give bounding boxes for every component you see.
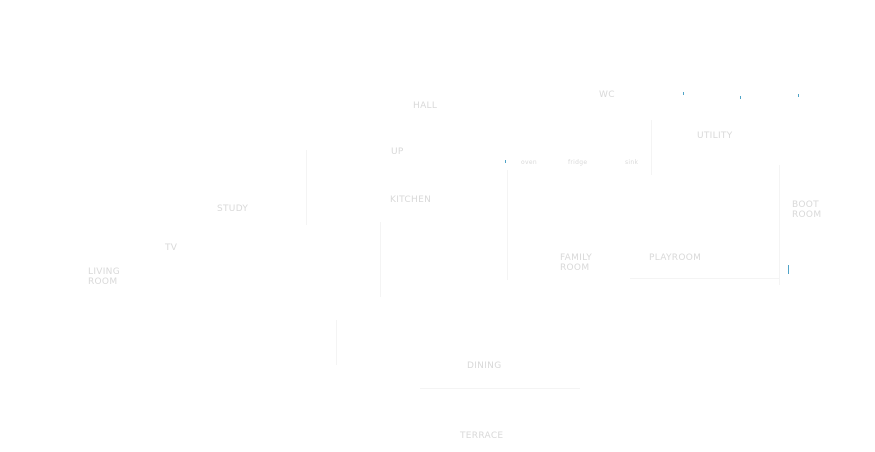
room-label-tv: TV — [165, 243, 178, 253]
room-label-study: STUDY — [217, 204, 249, 214]
room-label-family: FAMILY ROOM — [560, 253, 593, 273]
wall-dining — [336, 320, 337, 365]
wall-playroom-floor — [630, 278, 780, 279]
appliance-label-2: fridge — [568, 159, 588, 166]
appliance-label-1: oven — [521, 159, 537, 166]
marker-dot — [683, 92, 684, 95]
room-label-boot: BOOT ROOM — [792, 200, 822, 220]
wall-stair — [306, 150, 307, 225]
room-label-living: LIVING ROOM — [88, 267, 120, 287]
room-label-terrace: TERRACE — [460, 431, 504, 441]
room-label-wc: WC — [599, 90, 615, 100]
room-label-utility: UTILITY — [697, 131, 733, 141]
wall-family — [507, 170, 508, 280]
marker-dot — [505, 160, 506, 163]
room-label-hall: HALL — [413, 101, 438, 111]
marker-dot — [788, 265, 789, 274]
room-label-up: UP — [391, 147, 404, 157]
room-label-playroom: PLAYROOM — [649, 253, 702, 263]
room-label-dining: DINING — [467, 361, 502, 371]
appliance-label-3: sink — [625, 159, 639, 166]
wall-utility — [651, 120, 652, 175]
marker-dot — [798, 94, 799, 97]
marker-dot — [740, 96, 741, 99]
wall-boot — [779, 165, 780, 285]
wall-kitchen — [380, 222, 381, 297]
room-label-kitchen: KITCHEN — [390, 195, 432, 205]
wall-terrace — [420, 388, 580, 389]
